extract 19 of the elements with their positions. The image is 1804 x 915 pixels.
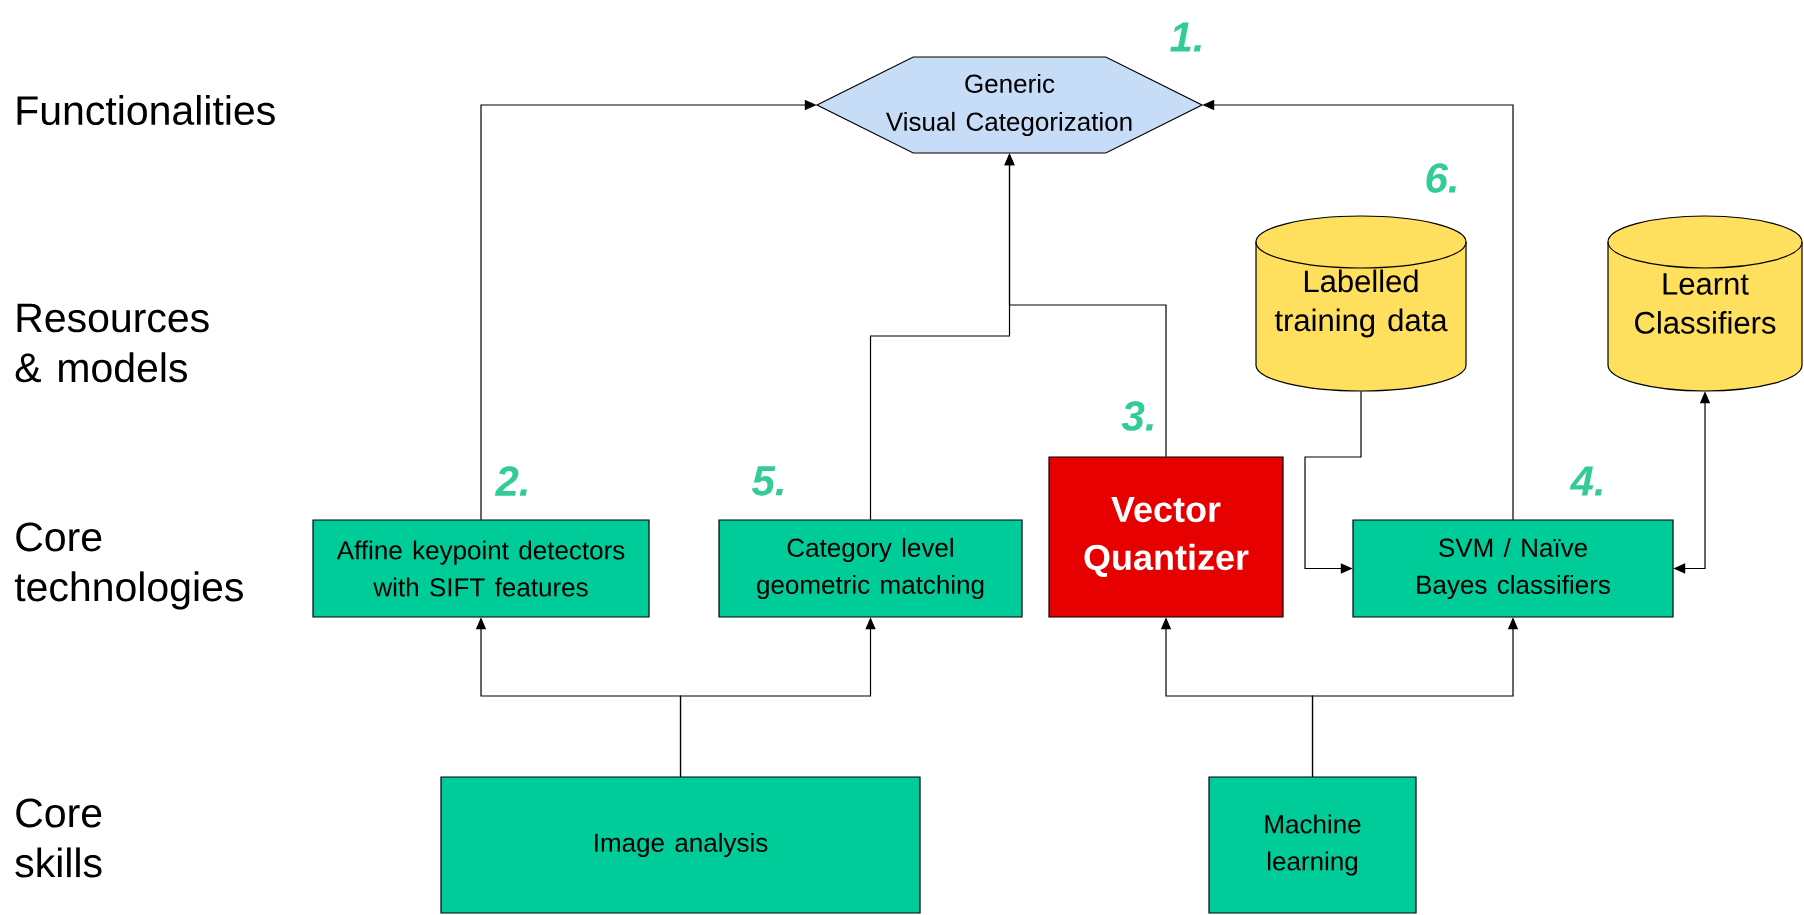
database-cylinder: Labelled training data	[1255, 215, 1467, 392]
process-box: SVM / Naïve Bayes classifiers	[1352, 519, 1674, 618]
process-box: Image analysis	[440, 776, 921, 914]
step-number: 2.	[494, 466, 527, 496]
step-number: 3.	[1121, 401, 1153, 431]
process-box: Machine learning	[1208, 776, 1417, 914]
step-number: 4.	[1569, 466, 1602, 496]
process-box: Affine keypoint detectors with SIFT features	[312, 519, 650, 618]
step-number: 1.	[1170, 22, 1201, 52]
row-label: Core skills	[15, 798, 102, 878]
process-box: Category level geometric matching	[718, 519, 1023, 618]
connector-arrow	[1304, 390, 1362, 574]
process-box: Vector Quantizer	[1048, 456, 1284, 618]
row-label: Functionalities	[17, 94, 275, 126]
row-label: Core technologies	[14, 522, 243, 610]
step-number: 5.	[751, 466, 783, 496]
step-number: 6.	[1426, 163, 1456, 193]
row-label: Resources & models	[15, 303, 209, 383]
database-cylinder: Learnt Classifiers	[1607, 215, 1803, 392]
